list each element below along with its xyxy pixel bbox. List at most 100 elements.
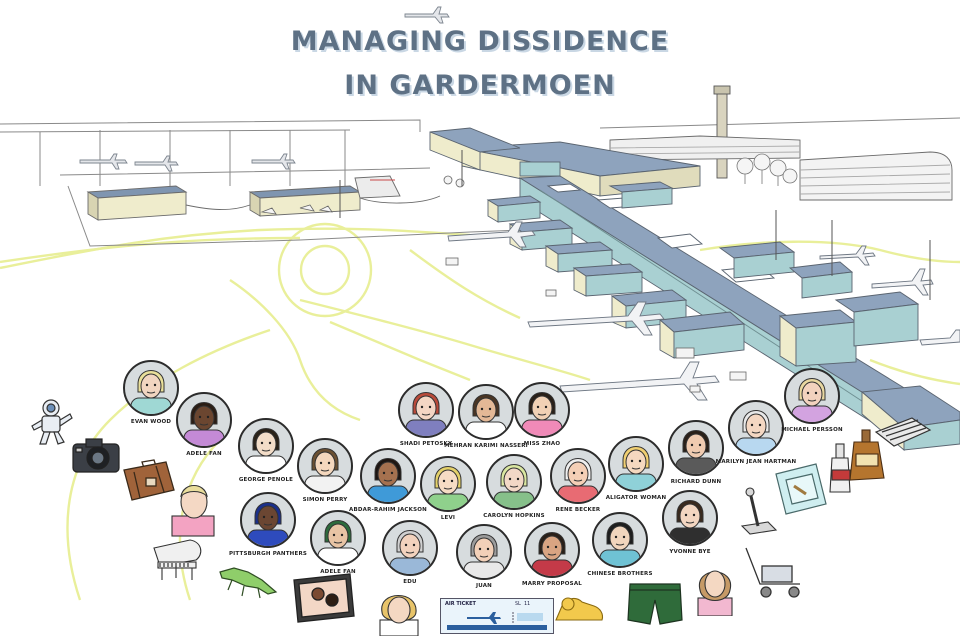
face-icon [427, 466, 469, 510]
portrait-circle [784, 368, 840, 424]
portrait-circle [310, 510, 366, 566]
boarding-pass: AIR TICKET SL 11 [440, 598, 554, 634]
face-icon [130, 370, 172, 414]
face-icon [493, 464, 535, 508]
taxiway-lines [0, 222, 960, 601]
face-icon [735, 410, 777, 454]
trees [736, 153, 798, 186]
alligator-icon [219, 567, 278, 599]
person-name: MARRY PROPOSAL [522, 581, 582, 587]
face-icon [599, 522, 641, 566]
plane-icon [447, 612, 547, 630]
person-name: MISS ZHAO [523, 441, 561, 447]
person-2: ADELE FAN [139, 392, 269, 457]
portrait-circle [398, 382, 454, 438]
hotel-building [609, 135, 953, 201]
face-icon [183, 402, 225, 446]
golden-lion-icon [555, 597, 604, 621]
person-7: MISS ZHAO [477, 382, 607, 447]
person-11: RENE BECKER [513, 448, 643, 513]
face-icon [675, 430, 717, 474]
person-name: ADELE FAN [186, 451, 222, 457]
person-name: ABDAR-RAHIM JACKSON [349, 507, 427, 513]
person-20: MARRY PROPOSAL [487, 522, 617, 587]
light-poles [339, 150, 931, 300]
person-name: SIMON PERRY [302, 497, 348, 503]
person-name: ALIGATOR WOMAN [605, 495, 667, 501]
person-18: EDU [345, 520, 475, 585]
portrait-circle [662, 490, 718, 546]
liquor-bottle-icon [849, 429, 885, 481]
person-13: RICHARD DUNN [631, 420, 761, 485]
portrait-circle [238, 418, 294, 474]
portrait-circle [382, 520, 438, 576]
person-10: CAROLYN HOPKINS [449, 454, 579, 519]
portrait-circle [420, 456, 476, 512]
parked-planes [79, 6, 450, 172]
bottle-icon [829, 443, 851, 493]
tablet-icon [293, 573, 355, 623]
person-name: LEVI [440, 515, 456, 521]
face-icon [405, 392, 447, 436]
person-name: EDU [403, 579, 417, 585]
person-name: EVAN WOOD [130, 419, 172, 425]
meal-tray-icon [775, 463, 827, 515]
luggage-trolley-icon [745, 547, 800, 598]
astronaut-icon [31, 399, 73, 445]
portrait-circle [458, 384, 514, 440]
woman-portrait-icon [379, 594, 419, 636]
portrait-circle [240, 492, 296, 548]
person-name: RENE BECKER [555, 507, 601, 513]
person-8: ABDAR-RAHIM JACKSON [323, 448, 453, 513]
face-icon [389, 530, 431, 574]
face-icon [531, 532, 573, 576]
person-6: MEHRAN KARIMI NASSERI [421, 384, 551, 449]
portrait-circle [728, 400, 784, 456]
docked-planes [447, 221, 960, 401]
boarding-pass-header: AIR TICKET [445, 601, 476, 607]
person-name: MARILYN JEAN HARTMAN [715, 459, 797, 465]
person-1: EVAN WOOD [86, 360, 216, 425]
person-name: ADELE FAN [320, 569, 356, 575]
control-chimney [713, 85, 731, 179]
face-icon [669, 500, 711, 544]
title-line-1: MANAGING DISSIDENCE [290, 26, 670, 57]
camera-icon [72, 438, 120, 473]
person-3: GEORGE PENOLE [201, 418, 331, 483]
boarding-pass-flight: SL 11 [515, 601, 531, 607]
grand-piano-icon [153, 539, 202, 580]
portrait-circle [592, 512, 648, 568]
left-buildings [86, 175, 441, 221]
person-name: CAROLYN HOPKINS [483, 513, 545, 519]
luggage-cart-icon [874, 417, 932, 447]
person-name: JUAN [475, 583, 492, 589]
person-name: CHINESE BROTHERS [587, 571, 653, 577]
portrait-circle [360, 448, 416, 504]
ground-vehicles [260, 175, 747, 393]
person-12: ALIGATOR WOMAN [571, 436, 701, 501]
person-name: GEORGE PENOLE [238, 477, 294, 483]
person-15: MICHAEL PERSSON [747, 368, 877, 433]
boy-portrait-icon [171, 484, 215, 537]
person-name: YVONNE BYE [669, 549, 711, 555]
portrait-circle [608, 436, 664, 492]
portrait-circle [123, 360, 179, 416]
suitcase-icon [123, 459, 175, 501]
person-name: MICHAEL PERSSON [781, 427, 843, 433]
person-14: MARILYN JEAN HARTMAN [691, 400, 821, 465]
portrait-circle [176, 392, 232, 448]
portrait-circle [524, 522, 580, 578]
face-icon [521, 392, 563, 436]
person-21: CHINESE BROTHERS [555, 512, 685, 577]
person-9: LEVI [383, 456, 513, 521]
person-5: SHADI PETOSKY [361, 382, 491, 447]
portrait-circle [514, 382, 570, 438]
person-17: ADELE FAN [273, 510, 403, 575]
joystick-icon [740, 487, 778, 535]
person-name: MEHRAN KARIMI NASSERI [444, 443, 528, 449]
portrait-circle [297, 438, 353, 494]
face-icon [791, 378, 833, 422]
face-icon [247, 502, 289, 546]
